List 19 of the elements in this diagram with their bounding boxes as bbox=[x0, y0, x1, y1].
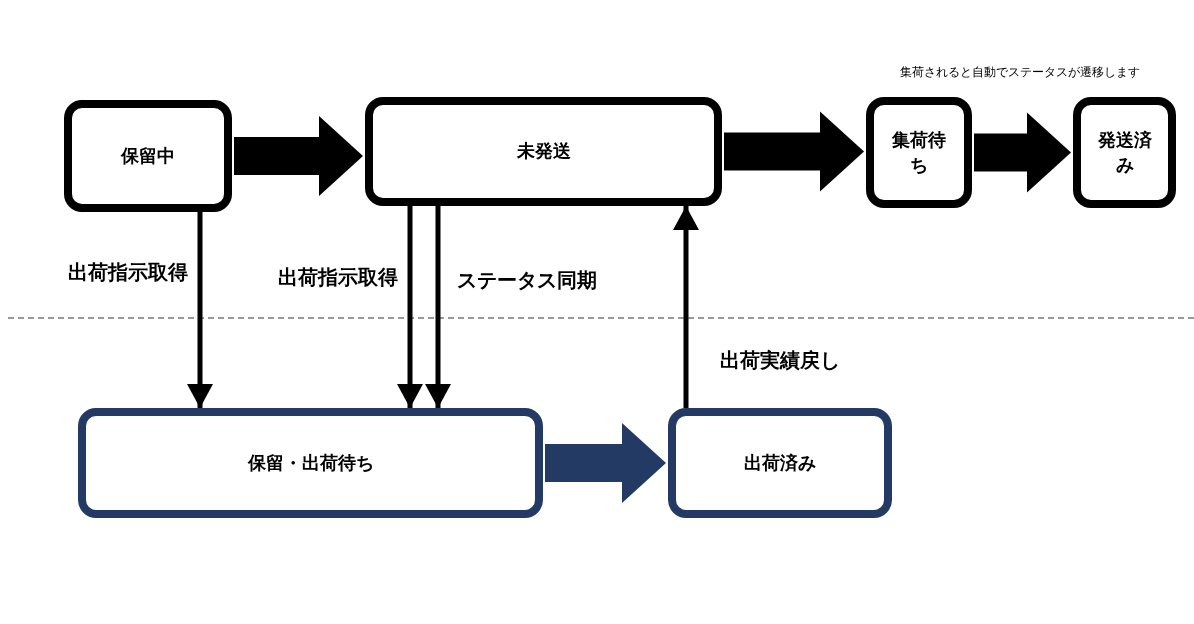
edge-label: 出荷実績戻し bbox=[720, 347, 840, 374]
edge-label: 出荷指示取得 bbox=[278, 264, 398, 291]
arrow bbox=[673, 206, 699, 408]
edge-label: 出荷指示取得 bbox=[68, 259, 188, 286]
status-box: 集荷待ち bbox=[866, 97, 972, 208]
status-box: 保留中 bbox=[64, 100, 232, 212]
block-arrow bbox=[974, 112, 1071, 193]
arrow bbox=[187, 212, 213, 408]
arrow bbox=[425, 206, 451, 408]
status-box: 未発送 bbox=[365, 97, 722, 206]
block-arrow bbox=[234, 116, 363, 196]
note-text: 集荷されると自動でステータスが遷移します bbox=[900, 64, 1140, 81]
edge-label: ステータス同期 bbox=[457, 267, 597, 294]
block-arrow bbox=[545, 423, 666, 503]
status-box: 出荷済み bbox=[668, 408, 892, 518]
arrow bbox=[397, 206, 423, 408]
block-arrow bbox=[724, 111, 864, 192]
status-box: 発送済み bbox=[1073, 97, 1176, 208]
status-box: 保留・出荷待ち bbox=[78, 408, 543, 518]
